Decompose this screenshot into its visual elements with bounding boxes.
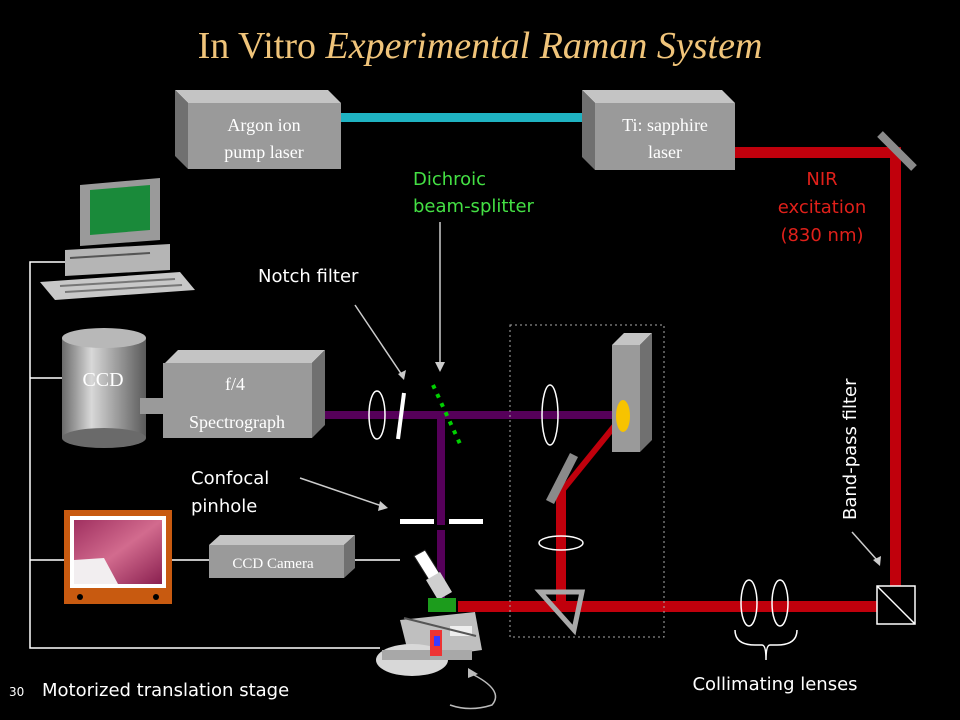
spectrograph-label-2: Spectrograph bbox=[189, 412, 285, 432]
notch-filter-label: Notch filter bbox=[258, 266, 359, 287]
notch-filter-element bbox=[396, 392, 406, 440]
bandpass-arrowhead bbox=[873, 556, 881, 566]
lens-icon-lower bbox=[538, 535, 584, 551]
collimating-lenses-label: Collimating lenses bbox=[692, 674, 857, 695]
confocal-label-1: Confocal bbox=[191, 468, 269, 489]
band-pass-filter-diagonal bbox=[876, 585, 916, 625]
pinhole-left bbox=[400, 519, 434, 524]
argon-laser-label-1: Argon ion bbox=[227, 115, 300, 135]
nir-label-1: NIR bbox=[806, 169, 837, 190]
stage-arrow bbox=[449, 672, 497, 710]
lens-icon bbox=[368, 390, 386, 440]
confocal-pointer bbox=[299, 477, 383, 507]
microscope-icon bbox=[376, 549, 482, 676]
dichroic-label-2: beam-splitter bbox=[413, 196, 535, 217]
sample-enclosure bbox=[509, 324, 665, 638]
page-title: In Vitro Experimental Raman System bbox=[198, 25, 763, 67]
ti-sapphire-laser-box: Ti: sapphire laser bbox=[582, 90, 735, 170]
nir-label-3: (830 nm) bbox=[780, 225, 863, 246]
motorized-stage-label: Motorized translation stage bbox=[42, 680, 289, 701]
confocal-label-2: pinhole bbox=[191, 496, 257, 517]
nir-beam bbox=[458, 147, 901, 612]
ccd-camera-label: CCD Camera bbox=[232, 556, 314, 572]
ccd-detector: CCD bbox=[62, 328, 168, 448]
ccd-label: CCD bbox=[82, 369, 123, 391]
notch-pointer bbox=[354, 304, 403, 376]
sample-icon bbox=[616, 400, 630, 432]
fold-mirror-icon bbox=[545, 452, 579, 505]
computer-icon bbox=[40, 178, 195, 300]
connection-wires bbox=[29, 261, 400, 649]
nir-label-2: excitation bbox=[778, 197, 867, 218]
confocal-arrowhead bbox=[378, 501, 388, 511]
slide-number: 30 bbox=[9, 685, 24, 699]
ti-laser-label-1: Ti: sapphire bbox=[622, 115, 708, 135]
pinhole-right bbox=[449, 519, 483, 524]
tv-monitor-icon bbox=[64, 510, 172, 604]
argon-laser-label-2: pump laser bbox=[224, 142, 303, 162]
bandpass-pointer bbox=[851, 531, 878, 561]
spectrograph-box: f/4 Spectrograph bbox=[163, 350, 325, 438]
raman-beam bbox=[318, 408, 622, 602]
argon-laser-box: Argon ion pump laser bbox=[175, 90, 341, 169]
pump-beam bbox=[340, 113, 586, 122]
dichroic-arrowhead bbox=[435, 362, 445, 372]
prism-icon bbox=[534, 589, 586, 636]
dichroic-element bbox=[431, 384, 463, 447]
sample-holder bbox=[612, 345, 640, 452]
notch-arrowhead bbox=[398, 370, 406, 380]
dichroic-label-1: Dichroic bbox=[413, 169, 486, 190]
ccd-camera-box: CCD Camera bbox=[209, 535, 355, 578]
objective-lens-icon bbox=[541, 384, 559, 446]
ti-laser-label-2: laser bbox=[648, 142, 682, 162]
band-pass-label: Band-pass filter bbox=[840, 378, 861, 520]
collimating-lenses bbox=[734, 579, 798, 661]
mirror-icon bbox=[877, 131, 917, 171]
stage-arrowhead bbox=[468, 668, 478, 678]
spectrograph-label-1: f/4 bbox=[225, 374, 245, 394]
